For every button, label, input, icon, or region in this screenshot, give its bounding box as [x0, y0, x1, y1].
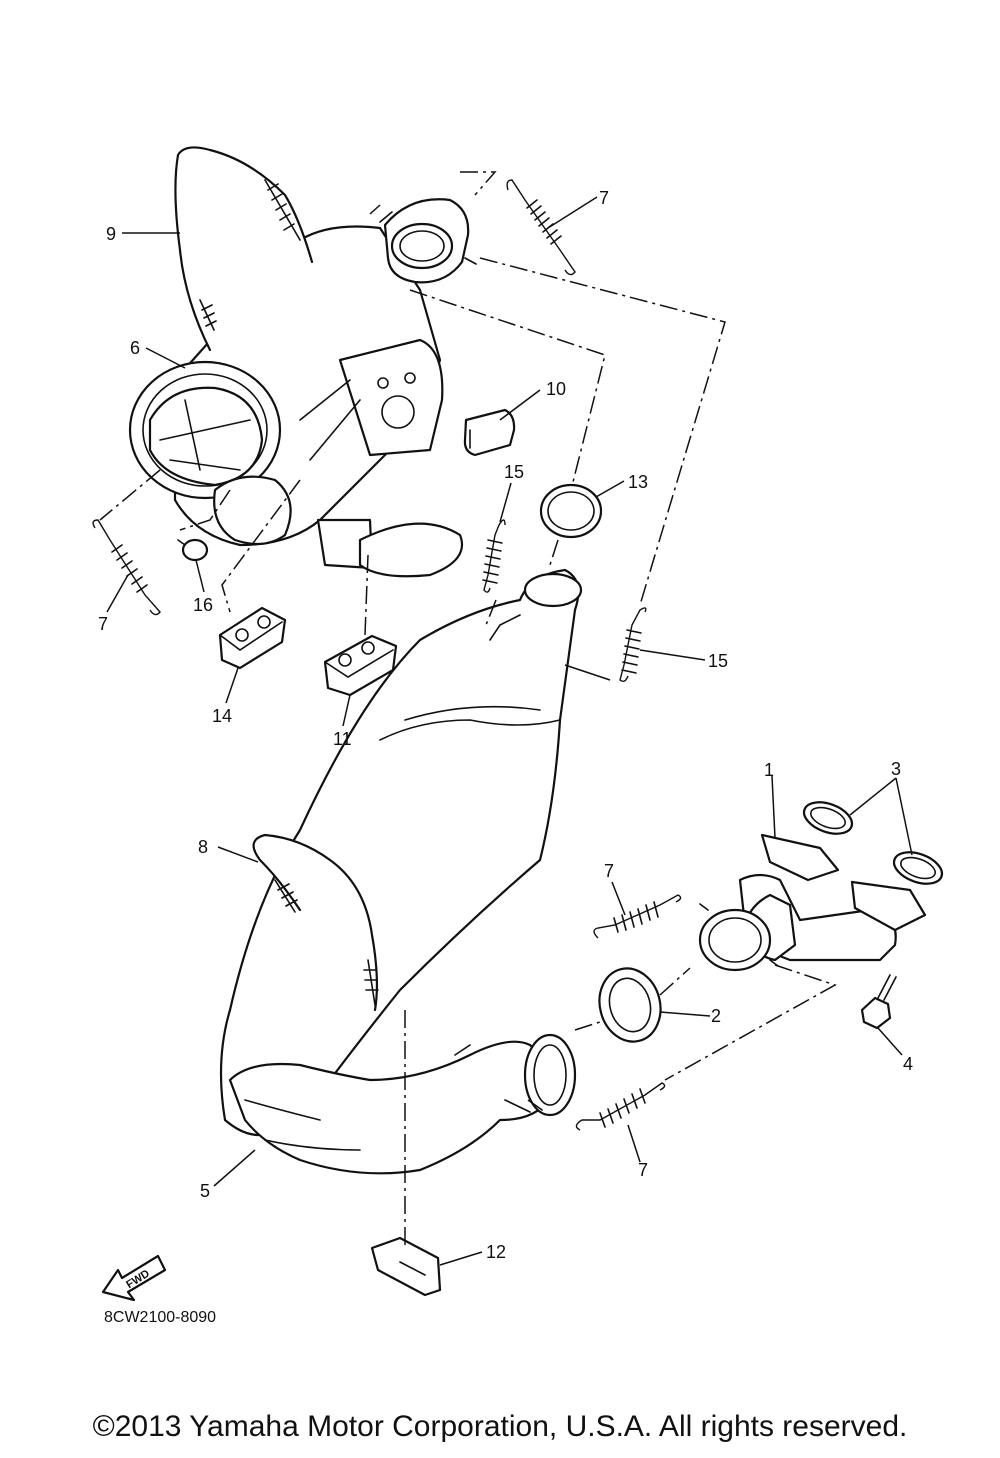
callout-2: 2 — [711, 1006, 721, 1026]
callout-labels: 1 2 3 4 5 6 7 7 7 7 8 9 10 11 12 13 14 1… — [98, 188, 913, 1262]
callout-16: 16 — [193, 595, 213, 615]
callout-1: 1 — [764, 760, 774, 780]
spring-7-middle[interactable] — [593, 894, 682, 939]
callout-14: 14 — [212, 706, 232, 726]
alignment-lines — [99, 171, 837, 1245]
callout-3: 3 — [891, 759, 901, 779]
callout-5: 5 — [200, 1181, 210, 1201]
gasket-13[interactable] — [539, 483, 603, 539]
callout-4: 4 — [903, 1054, 913, 1074]
protector[interactable] — [370, 1236, 442, 1297]
damper[interactable] — [463, 408, 516, 457]
leader-lines — [106, 196, 913, 1266]
fwd-arrow-icon: FWD — [101, 1254, 167, 1302]
gasket-3-upper[interactable] — [800, 796, 857, 839]
callout-8: 8 — [198, 837, 208, 857]
spring-15-lower[interactable] — [619, 607, 647, 683]
joint-pipe[interactable] — [379, 198, 477, 284]
callout-7-left: 7 — [98, 614, 108, 634]
callout-6: 6 — [130, 338, 140, 358]
exhaust-manifold[interactable] — [698, 833, 927, 972]
grommet[interactable] — [177, 538, 209, 562]
diagram-code: 8CW2100-8090 — [104, 1309, 216, 1326]
callout-10: 10 — [546, 379, 566, 399]
spring-7-top[interactable] — [506, 179, 576, 276]
gasket-3-lower[interactable] — [890, 846, 947, 889]
callout-11: 11 — [333, 729, 352, 749]
spring-15-upper[interactable] — [482, 519, 506, 593]
copyright-notice: ©2013 Yamaha Motor Corporation, U.S.A. A… — [92, 1410, 908, 1443]
muffler-stay-band[interactable] — [174, 146, 314, 352]
spring-7-bottom[interactable] — [575, 1082, 666, 1131]
bracket-14[interactable] — [218, 606, 287, 670]
exhaust-pipe[interactable] — [219, 568, 583, 1175]
bolt[interactable] — [860, 974, 897, 1030]
pipe-stay-band[interactable] — [252, 833, 379, 1012]
gasket-ring-2[interactable] — [591, 961, 668, 1048]
spring-7-left[interactable] — [92, 519, 161, 616]
callout-7-middle: 7 — [604, 861, 614, 881]
callout-15-upper: 15 — [504, 462, 524, 482]
callout-9: 9 — [106, 224, 116, 244]
callout-7-top: 7 — [599, 188, 609, 208]
callout-12: 12 — [486, 1242, 506, 1262]
callout-7-bottom: 7 — [638, 1160, 648, 1180]
callout-15-lower: 15 — [708, 651, 728, 671]
callout-13: 13 — [628, 472, 648, 492]
